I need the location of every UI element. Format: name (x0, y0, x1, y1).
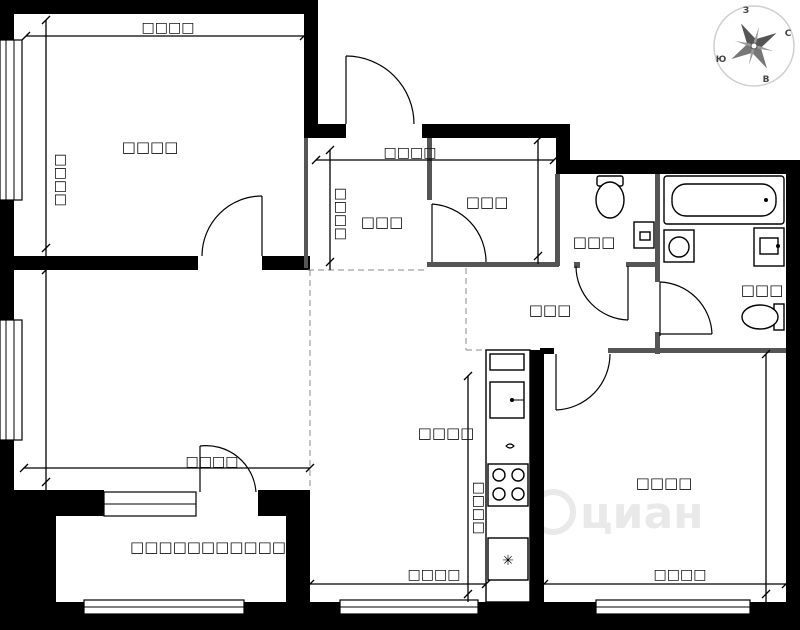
room-label-bedroom-right: □□□□ (636, 474, 693, 492)
compass-south: В (763, 75, 770, 85)
room-labels: □□□□ □□□ □□□ □□□ □□□ □□□ □□□□ □□□□ □□□□□… (122, 138, 784, 556)
svg-text:✳: ✳ (502, 553, 514, 569)
room-label-top-left: □□□□ (122, 138, 179, 156)
compass-rose-icon: З С В Ю (713, 5, 795, 87)
compass-west: Ю (716, 55, 727, 65)
dim-living-left-width: □□□□ (186, 454, 239, 470)
washing-machine-icon (663, 229, 695, 263)
windows-left (0, 39, 23, 441)
doors (199, 55, 713, 493)
sink-icon (489, 381, 525, 419)
toilet-icon (741, 303, 785, 331)
dim-hall-height: □□□□ (332, 188, 348, 241)
room-label-hall: □□□ (361, 213, 404, 231)
dim-top-left-width: □□□□ (142, 20, 195, 36)
room-label-bath: □□□ (741, 281, 784, 299)
compass-east: С (785, 29, 792, 39)
room-label-balcony: □□□□□□□□□□□ (130, 538, 286, 556)
dim-bedroom-right-width: □□□□ (654, 567, 707, 583)
room-label-closet: □□□ (466, 193, 509, 211)
windows-bottom (83, 491, 751, 615)
watermark-text: циан (580, 488, 704, 539)
kitchen-counter: ✳ (485, 349, 531, 603)
dim-top-left-height: □□□□ (52, 154, 68, 207)
room-label-wc: □□□ (573, 233, 616, 251)
sink-icon (633, 221, 655, 249)
dimension-labels: □□□□ □□□□ □□□□ □□□□ □□□□ □□□□ □□□□ □□□□ (52, 20, 706, 583)
interior-walls (14, 138, 786, 354)
dim-kitchen-width: □□□□ (408, 567, 461, 583)
dimension-lines (19, 15, 791, 602)
bathtub-icon (663, 175, 785, 225)
room-label-kitchen-living: □□□□ (418, 424, 475, 442)
fixtures: ✳ (485, 175, 785, 603)
stove-icon (487, 463, 529, 507)
dim-hall-width: □□□□ (384, 145, 437, 161)
fridge-icon: ✳ (487, 537, 529, 581)
sink-icon (753, 227, 785, 267)
dim-kitchen-height: □□□□ (470, 482, 486, 535)
zone-dashes (308, 268, 488, 490)
compass-north: З (743, 6, 749, 16)
room-label-corridor: □□□ (529, 301, 572, 319)
toilet-icon (595, 175, 625, 219)
watermark: циан (530, 488, 704, 539)
